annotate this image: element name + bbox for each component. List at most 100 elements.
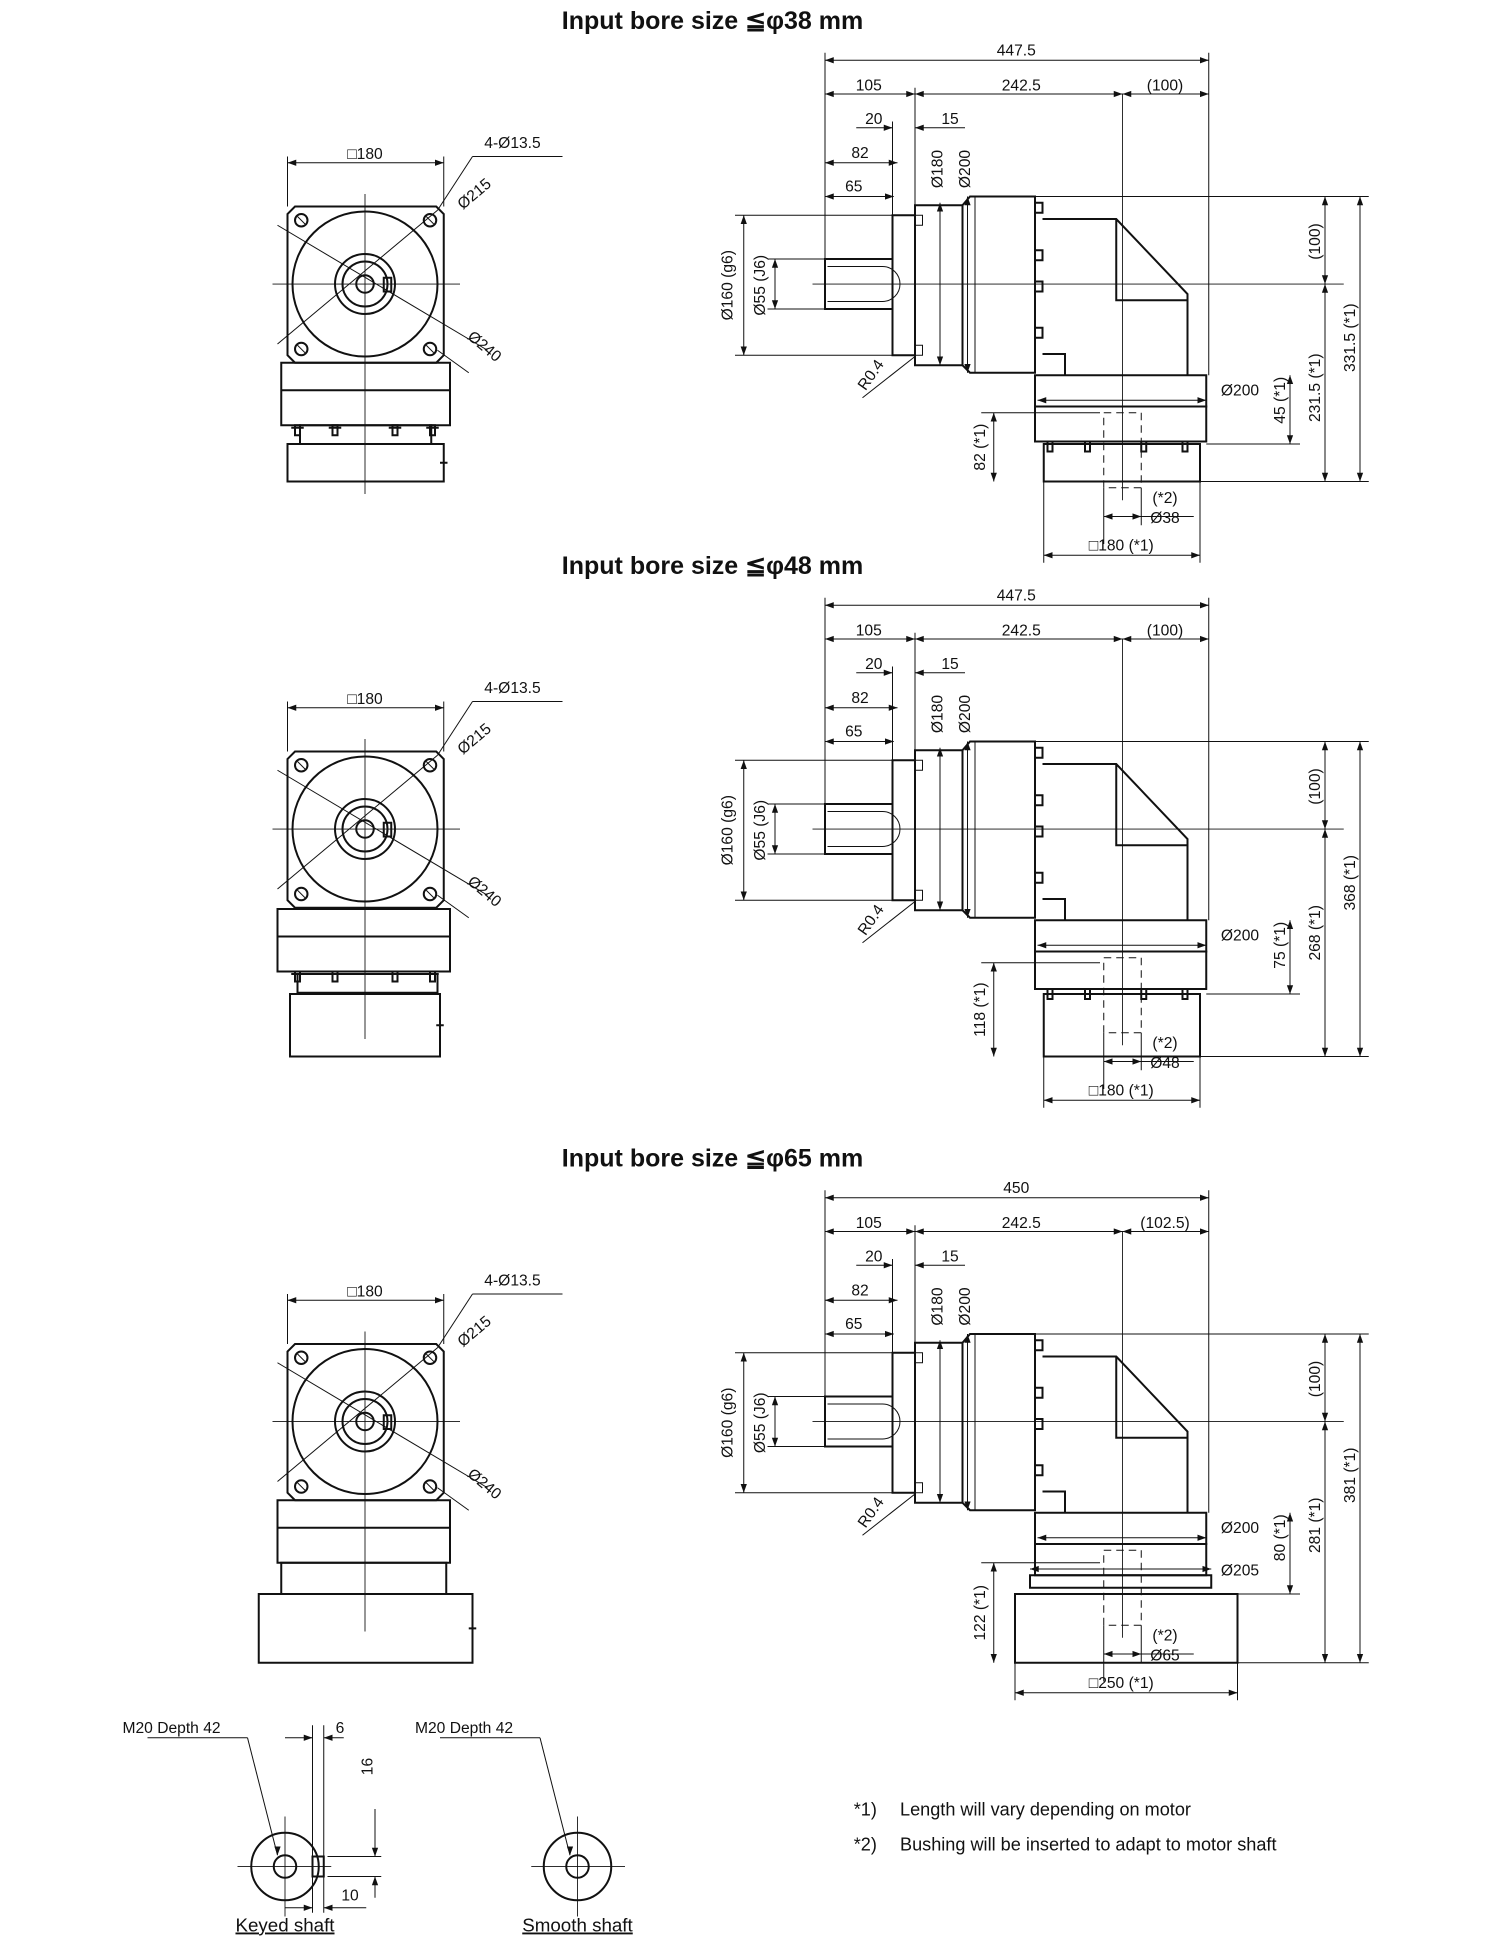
footnote-text: Length will vary depending on motor xyxy=(900,1799,1191,1819)
bolt xyxy=(914,1482,923,1494)
arrowhead xyxy=(964,1334,971,1343)
dimension-label: Ø180 xyxy=(930,695,947,734)
dimension-label: (100) xyxy=(1147,77,1183,94)
dimension-label: Ø160 (g6) xyxy=(720,795,737,865)
side-motor xyxy=(1042,443,1201,483)
gear-body xyxy=(276,1499,451,1564)
arrowhead xyxy=(1030,1565,1039,1573)
bore-hidden xyxy=(1103,957,1142,1034)
arrowhead xyxy=(825,159,834,166)
side-adapter xyxy=(1034,1543,1208,1577)
arrowhead xyxy=(888,159,898,166)
arrowhead xyxy=(915,635,924,643)
dimension-label: Ø200 xyxy=(957,695,974,734)
stud xyxy=(1084,440,1091,453)
section-2: Input bore size ≦φ48 mm □1804-Ø13.5Ø215Ø2… xyxy=(272,552,1369,1108)
arrowhead xyxy=(915,90,924,98)
dimension-label: 20 xyxy=(865,656,883,673)
dimension-label: 65 xyxy=(845,724,863,741)
bolt-mark xyxy=(297,1353,306,1362)
arrowhead xyxy=(825,57,834,64)
arrowhead xyxy=(303,1904,313,1911)
main-housing xyxy=(961,1333,1036,1512)
output-flange xyxy=(891,214,916,357)
arrowhead xyxy=(990,1562,997,1572)
dimension-label: 118 (*1) xyxy=(972,982,989,1036)
arrowhead xyxy=(1321,275,1329,284)
dimension-label: Ø55 (J6) xyxy=(752,255,769,316)
lower-housing xyxy=(1034,919,1208,953)
arrowhead xyxy=(883,1262,893,1269)
flange-plate xyxy=(914,204,964,367)
stud xyxy=(331,970,339,983)
leader xyxy=(862,356,916,399)
dimension-label: 16 xyxy=(359,1758,376,1775)
arrowhead xyxy=(1356,741,1364,751)
arrowhead xyxy=(888,1297,898,1304)
flange-plate xyxy=(914,749,964,912)
keyed-shaft-caption: Keyed shaft xyxy=(235,1915,335,1936)
thread-label: M20 Depth 42 xyxy=(123,1720,221,1737)
gear-body xyxy=(280,361,451,427)
dimension-label: Ø160 (g6) xyxy=(720,250,737,320)
housing-bolt xyxy=(1034,1418,1044,1430)
arrowhead xyxy=(1286,435,1294,444)
dimension-label: (100) xyxy=(1307,1361,1324,1397)
stud xyxy=(331,424,339,437)
section-1: Input bore size ≦φ38 mm□1804-Ø13.5Ø215Ø2… xyxy=(272,7,1369,563)
arrowhead xyxy=(1122,1228,1132,1235)
leader xyxy=(277,224,488,351)
arrowhead xyxy=(885,1330,894,1338)
arrowhead xyxy=(1356,1654,1364,1663)
dimension-label: (100) xyxy=(1307,768,1324,804)
arrowhead xyxy=(1321,820,1329,829)
arrowhead xyxy=(1037,397,1047,404)
arrowhead xyxy=(1321,1654,1329,1663)
bore-label: Ø38 xyxy=(1150,510,1180,527)
dimension-label: 65 xyxy=(845,1316,863,1333)
arrowhead xyxy=(1103,513,1113,520)
bolt-mark xyxy=(425,889,435,899)
motor-adapter xyxy=(296,973,439,994)
radius-label: R0.4 xyxy=(855,902,888,939)
bolt xyxy=(914,759,923,771)
stud xyxy=(1140,440,1148,453)
dimension-label: 231.5 (*1) xyxy=(1307,353,1324,422)
housing-bolt xyxy=(1034,1464,1044,1477)
arrowhead xyxy=(825,738,834,745)
dimension-label: 281 (*1) xyxy=(1307,1497,1324,1553)
dimension-label: 15 xyxy=(941,1249,959,1266)
section-title: Input bore size ≦φ48 mm xyxy=(562,552,863,580)
arrowhead xyxy=(1286,1512,1294,1522)
arrowhead xyxy=(371,1876,379,1886)
arrowhead xyxy=(1113,1228,1123,1235)
bolt-mark xyxy=(297,344,306,354)
arrowhead xyxy=(1321,1412,1329,1422)
stud xyxy=(429,970,436,983)
arrowhead xyxy=(964,196,971,206)
arrowhead xyxy=(906,90,915,98)
stud xyxy=(294,424,301,437)
right-angle-housing xyxy=(1042,1355,1189,1513)
arrowhead xyxy=(740,215,747,224)
section-title: Input bore size ≦φ65 mm xyxy=(562,1145,863,1173)
arrowhead xyxy=(1321,829,1329,838)
arrowhead xyxy=(771,1396,779,1406)
arrowhead xyxy=(1132,1058,1142,1065)
arrowhead xyxy=(1356,1334,1364,1343)
arrowhead xyxy=(274,1846,281,1856)
dimension-label: 82 xyxy=(851,690,868,707)
dimension-label: Ø200 xyxy=(957,1287,974,1326)
arrowhead xyxy=(885,193,894,200)
arrowhead xyxy=(740,346,747,356)
arrowhead xyxy=(1321,1047,1329,1057)
arrowhead xyxy=(771,804,779,813)
output-flange xyxy=(891,759,916,902)
side-motor xyxy=(1042,993,1201,1058)
